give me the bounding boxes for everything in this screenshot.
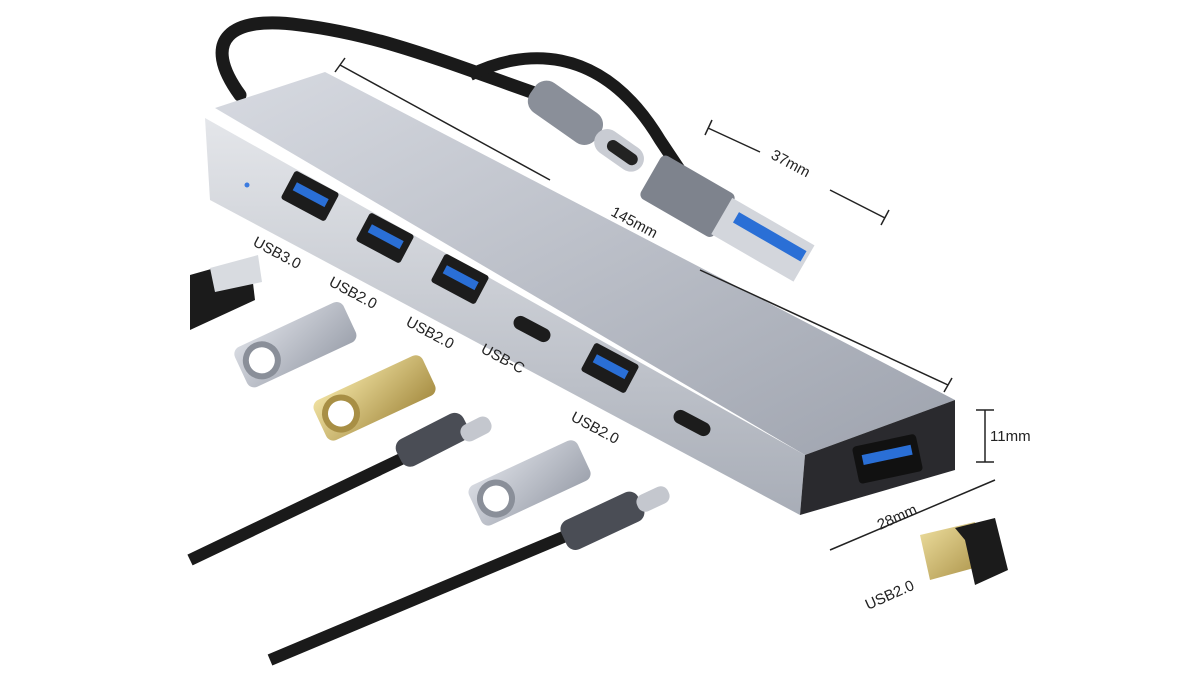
usb-c-port (673, 409, 711, 437)
dimension-height: 11mm (990, 428, 1031, 445)
usb-a-port (431, 254, 489, 304)
port-label-usb2-receiver: USB2.0 (863, 577, 917, 614)
usb-a-connector (640, 155, 815, 282)
dimension-connector-length: 37mm (768, 147, 813, 182)
usb-c-cable (267, 486, 670, 666)
dimension-lines (334, 57, 996, 551)
usb-c-port (513, 315, 551, 343)
hub-cable-branch (467, 52, 695, 189)
usb-a-port (581, 343, 639, 393)
usb-c-cable (187, 412, 492, 566)
dimension-width: 28mm (875, 501, 920, 533)
flash-drive-gold (313, 355, 436, 441)
hub-top-face (215, 72, 955, 455)
usb-a-port (356, 213, 414, 263)
usb-a-port-end (852, 434, 923, 484)
nano-receiver (920, 518, 1008, 585)
led-indicator (244, 182, 250, 188)
flash-drive-silver (468, 440, 591, 526)
usb-a-port (281, 171, 339, 221)
flash-drive-silver (234, 302, 357, 388)
usb-c-connector (527, 80, 644, 172)
hub-cable (215, 16, 547, 102)
usb-a-plug-cut (190, 255, 262, 330)
hub-front-face (205, 118, 805, 515)
